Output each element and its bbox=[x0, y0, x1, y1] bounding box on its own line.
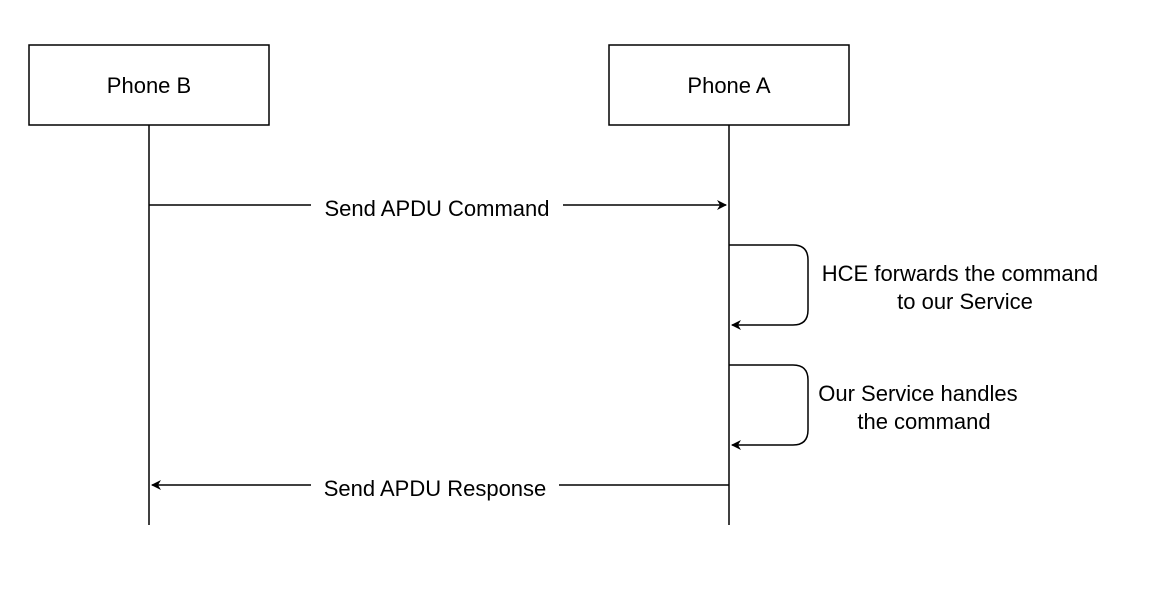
participant-box-phone-a[interactable] bbox=[608, 44, 850, 126]
participant-label-phone-b: Phone B bbox=[107, 73, 191, 98]
message-send-apdu-response[interactable]: Send APDU Response bbox=[151, 474, 729, 501]
message-label-bg bbox=[311, 474, 559, 500]
message-label-send-apdu-response: Send APDU Response bbox=[324, 476, 547, 501]
participant-label-phone-a: Phone A bbox=[687, 73, 771, 98]
participant-phone-a[interactable]: Phone A bbox=[608, 44, 850, 126]
message-label-send-apdu-command: Send APDU Command bbox=[325, 196, 550, 221]
self-message-label-service-handles: Our Service handles the command bbox=[818, 381, 1023, 434]
participant-box-phone-b[interactable] bbox=[28, 44, 270, 126]
self-message-label-hce-forwards: HCE forwards the command to our Service bbox=[822, 261, 1104, 314]
self-message-line-2: the command bbox=[857, 409, 990, 434]
message-label-bg bbox=[311, 194, 563, 220]
participant-phone-b[interactable]: Phone B bbox=[28, 44, 270, 126]
self-message-line-2: to our Service bbox=[897, 289, 1033, 314]
self-message-hce-forwards[interactable]: HCE forwards the command to our Service bbox=[729, 244, 1104, 330]
self-message-line-1: Our Service handles bbox=[818, 381, 1017, 406]
self-message-line-1: HCE forwards the command bbox=[822, 261, 1098, 286]
message-send-apdu-command[interactable]: Send APDU Command bbox=[149, 194, 727, 221]
self-message-service-handles[interactable]: Our Service handles the command bbox=[729, 364, 1024, 450]
self-message-arrow-hce-forwards[interactable] bbox=[729, 244, 809, 330]
self-message-arrow-service-handles[interactable] bbox=[729, 364, 809, 450]
